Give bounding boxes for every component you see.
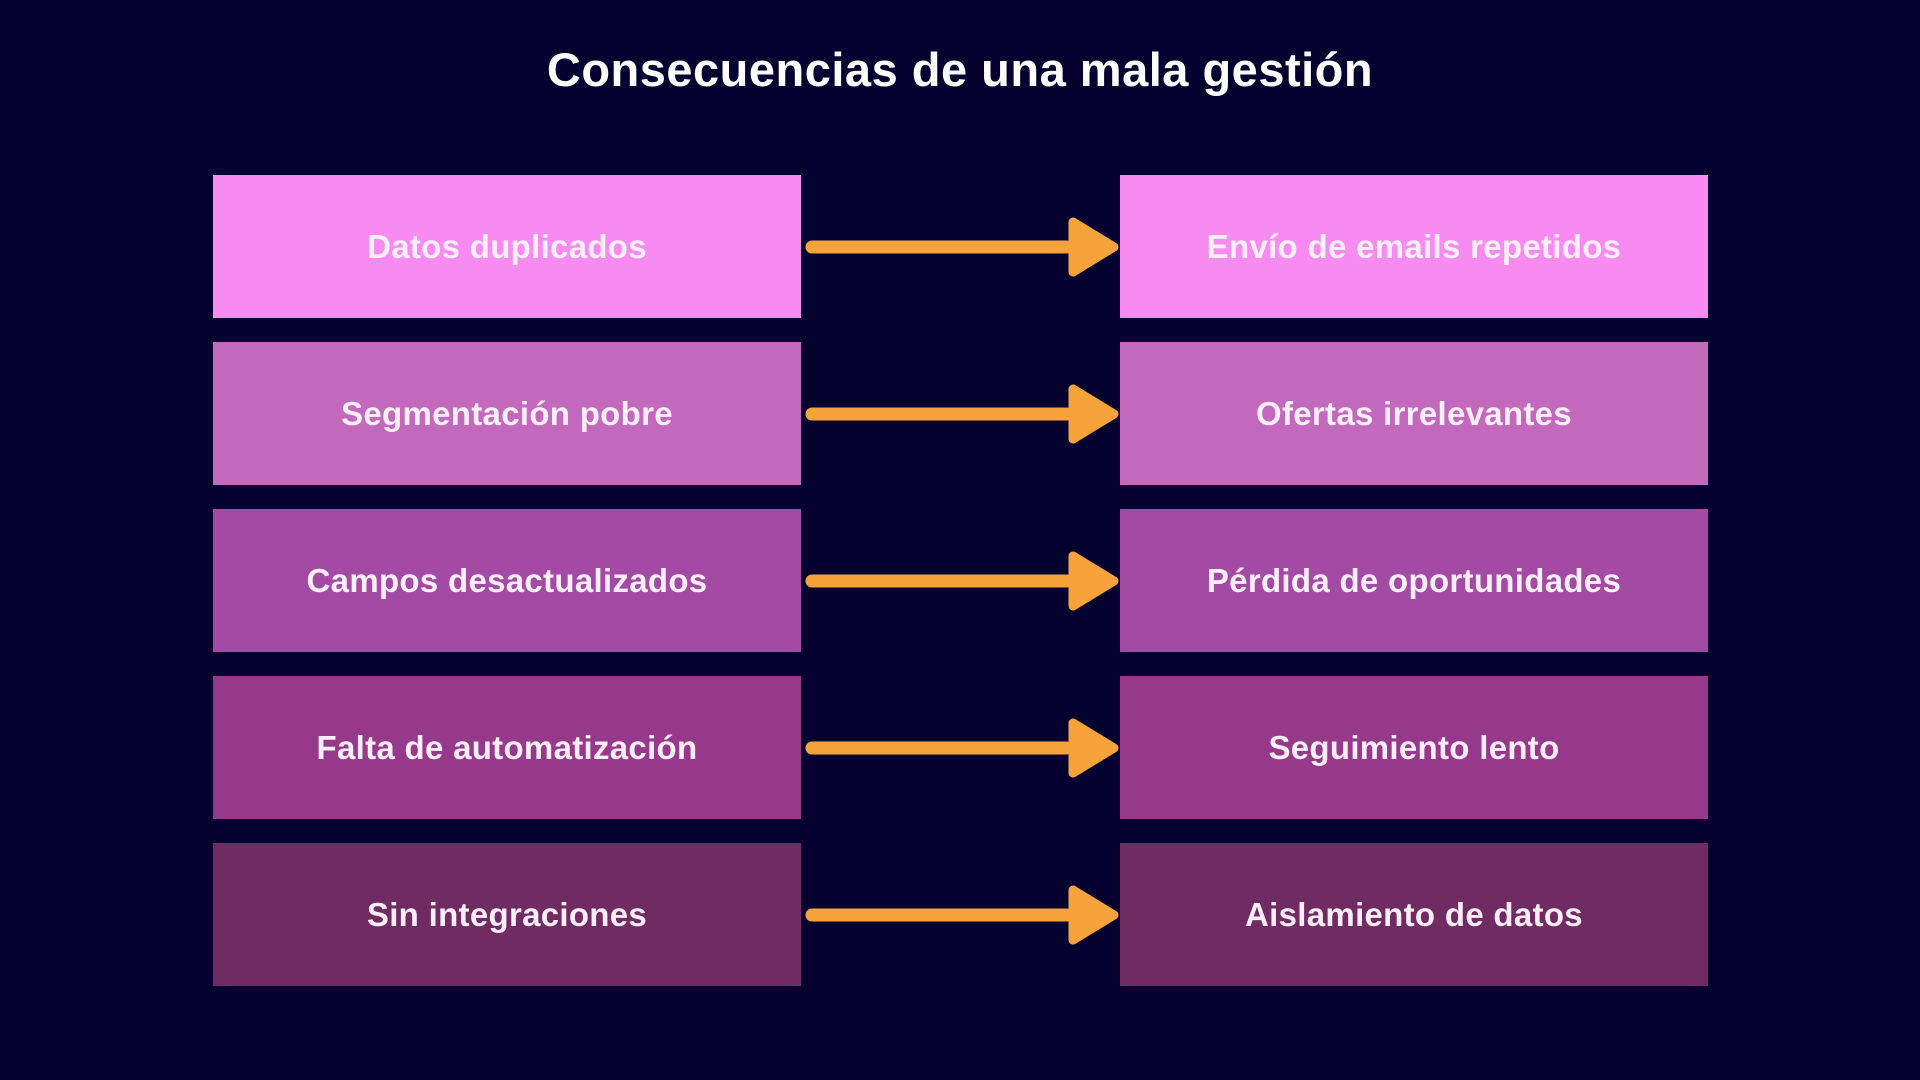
cause-label: Datos duplicados bbox=[367, 227, 647, 265]
effect-label: Envío de emails repetidos bbox=[1206, 227, 1622, 265]
arrow-gap bbox=[801, 342, 1120, 485]
effect-box: Seguimiento lento bbox=[1120, 676, 1708, 819]
arrow-right-icon bbox=[805, 384, 1119, 443]
cause-box: Segmentación pobre bbox=[213, 342, 801, 485]
cause-box: Campos desactualizados bbox=[213, 509, 801, 652]
effect-box: Ofertas irrelevantes bbox=[1120, 342, 1708, 485]
effect-box: Aislamiento de datos bbox=[1120, 843, 1708, 986]
effect-label: Seguimiento lento bbox=[1268, 728, 1560, 766]
row-5: Sin integraciones Aislamiento de datos bbox=[213, 843, 1708, 986]
arrow-gap bbox=[801, 843, 1120, 986]
cause-box: Falta de automatización bbox=[213, 676, 801, 819]
cause-label: Campos desactualizados bbox=[306, 561, 708, 599]
cause-box: Datos duplicados bbox=[213, 175, 801, 318]
page-title: Consecuencias de una mala gestión bbox=[546, 43, 1374, 96]
row-1: Datos duplicados Envío de emails repetid… bbox=[213, 175, 1708, 318]
cause-label: Sin integraciones bbox=[366, 895, 648, 933]
arrow-right-icon bbox=[805, 718, 1119, 777]
cause-label: Segmentación pobre bbox=[341, 394, 673, 432]
effect-box: Envío de emails repetidos bbox=[1120, 175, 1708, 318]
arrow-right-icon bbox=[805, 217, 1119, 276]
arrow-right-icon bbox=[805, 551, 1119, 610]
cause-label: Falta de automatización bbox=[316, 728, 698, 766]
arrow-gap bbox=[801, 509, 1120, 652]
arrow-right-icon bbox=[805, 885, 1119, 944]
cause-box: Sin integraciones bbox=[213, 843, 801, 986]
row-3: Campos desactualizados Pérdida de oportu… bbox=[213, 509, 1708, 652]
effect-box: Pérdida de oportunidades bbox=[1120, 509, 1708, 652]
row-2: Segmentación pobre Ofertas irrelevantes bbox=[213, 342, 1708, 485]
row-4: Falta de automatización Seguimiento lent… bbox=[213, 676, 1708, 819]
effect-label: Aislamiento de datos bbox=[1245, 895, 1583, 933]
arrow-gap bbox=[801, 676, 1120, 819]
consequence-rows: Datos duplicados Envío de emails repetid… bbox=[213, 175, 1708, 986]
arrow-gap bbox=[801, 175, 1120, 318]
effect-label: Pérdida de oportunidades bbox=[1206, 561, 1622, 599]
effect-label: Ofertas irrelevantes bbox=[1255, 394, 1572, 432]
